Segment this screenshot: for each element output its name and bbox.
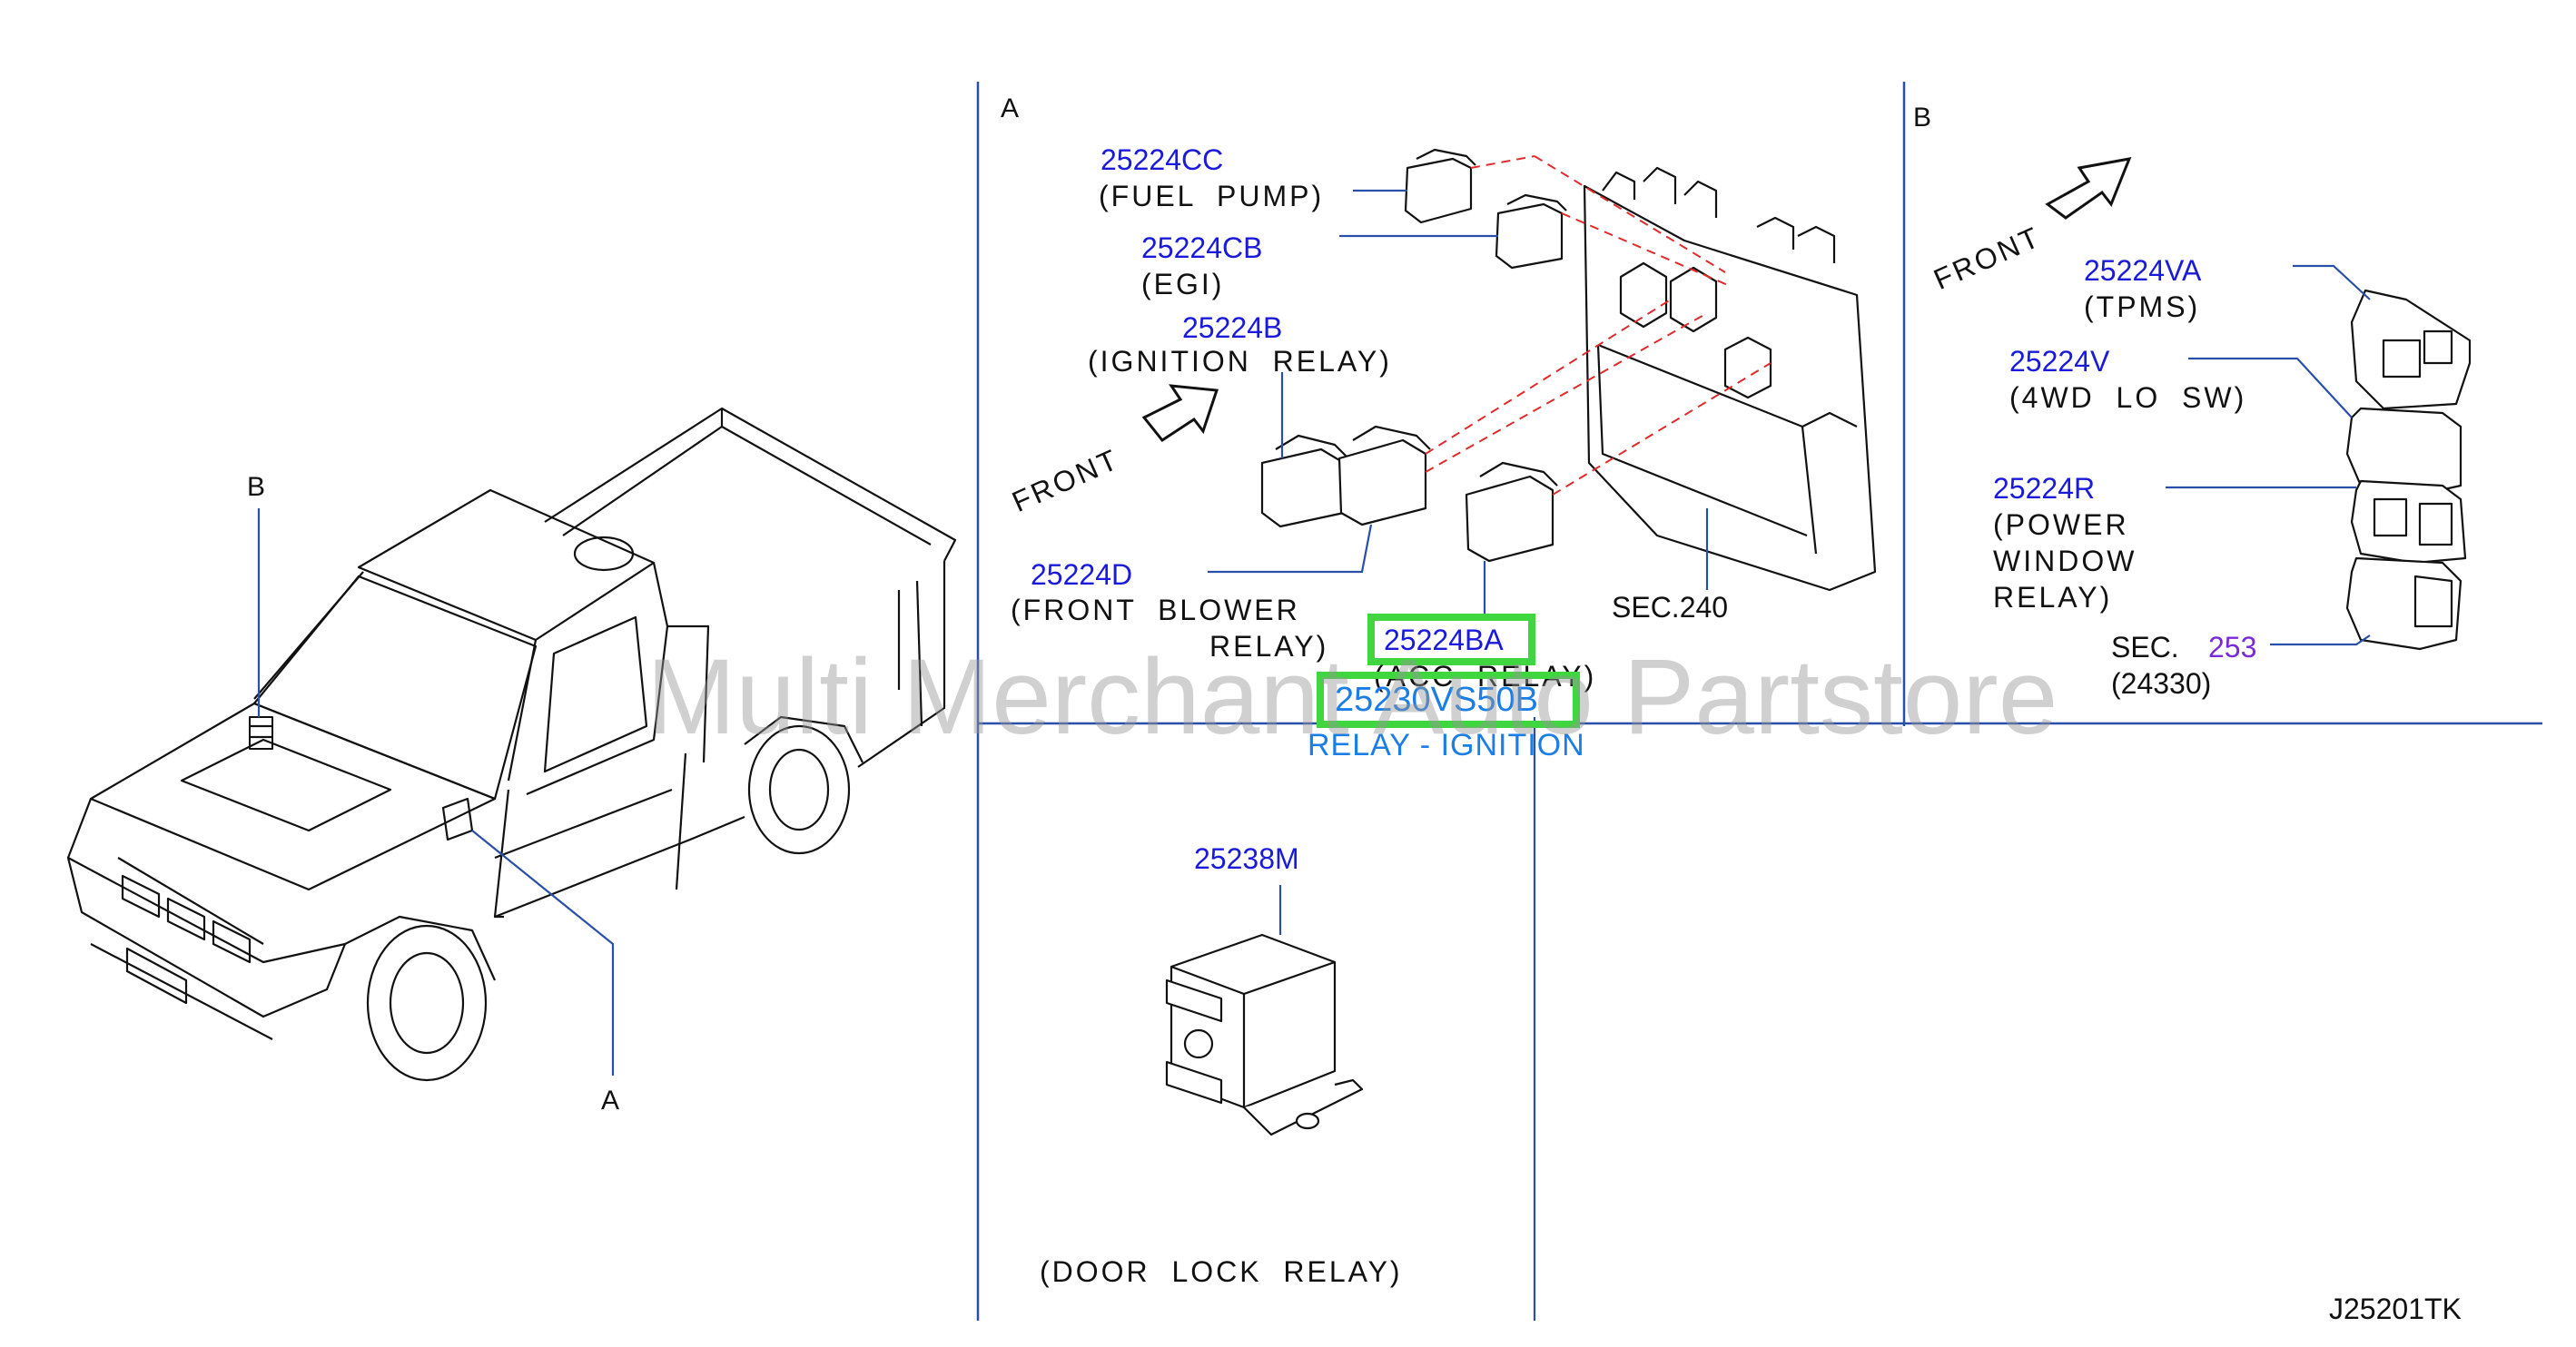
part-number-door-lock-relay[interactable]: 25238M: [1194, 842, 1299, 875]
pickup-truck-illustration: [66, 407, 957, 1082]
door-lock-relay-illustration: [1165, 933, 1364, 1136]
part-number-relay-ignition[interactable]: 25230VS50B: [1335, 681, 1538, 719]
part-desc-4wd-lo-sw: (4WD LO SW): [2009, 381, 2247, 414]
part-number-tpms[interactable]: 25224VA: [2084, 254, 2202, 287]
part-subtitle-relay-ignition: RELAY - IGNITION: [1308, 728, 1585, 762]
part-number-4wd-lo-sw[interactable]: 25224V: [2009, 345, 2110, 378]
panel-b-label: B: [1913, 103, 1932, 133]
part-number-power-window-relay[interactable]: 25224R: [1993, 472, 2096, 505]
front-arrow-b-icon: [2045, 157, 2132, 220]
part-number-acc-relay[interactable]: 25224BA: [1384, 624, 1504, 656]
overview-callout-a: A: [601, 1086, 620, 1116]
part-number-ignition-relay[interactable]: 25224B: [1182, 311, 1283, 344]
part-desc-power-window-line2: WINDOW: [1993, 545, 2137, 577]
part-number-fuel-pump[interactable]: 25224CC: [1100, 143, 1224, 176]
panel-a-label: A: [1001, 93, 1020, 123]
section-ref-253-sub: (24330): [2111, 667, 2212, 700]
overview-leaders: [257, 508, 615, 1076]
part-desc-ignition-relay: (IGNITION RELAY): [1088, 345, 1392, 378]
panel-b-leaders: [2166, 264, 2371, 646]
part-desc-egi: (EGI): [1141, 268, 1225, 300]
part-desc-fuel-pump: (FUEL PUMP): [1099, 180, 1325, 212]
part-desc-power-window-line3: RELAY): [1993, 581, 2113, 614]
part-desc-power-window-line1: (POWER: [1993, 508, 2129, 541]
highlight-box-relay-ignition: [1317, 672, 1580, 728]
overview-callout-b: B: [247, 472, 266, 502]
section-ref-253-prefix: SEC.: [2111, 631, 2179, 664]
highlight-box-acc-relay: [1367, 614, 1535, 665]
section-ref-240[interactable]: SEC.240: [1612, 591, 1729, 624]
panel-dividers: [976, 82, 2542, 1321]
front-arrow-a-icon: [1141, 384, 1219, 443]
section-ref-253-link[interactable]: 253: [2208, 631, 2257, 664]
part-desc-door-lock-relay: (DOOR LOCK RELAY): [1040, 1255, 1403, 1288]
part-desc-front-blower-line2: RELAY): [1209, 630, 1329, 663]
diagram-code: J25201TK: [2329, 1293, 2462, 1325]
relay-dashed-guides: [1425, 155, 1772, 496]
panel-a-leaders: [1208, 189, 1709, 1321]
part-desc-front-blower-line1: (FRONT BLOWER: [1011, 594, 1300, 626]
part-number-egi[interactable]: 25224CB: [1141, 231, 1263, 264]
part-desc-tpms: (TPMS): [2084, 290, 2201, 323]
part-number-front-blower[interactable]: 25224D: [1031, 558, 1133, 591]
relay-stack-illustration: [2345, 289, 2472, 651]
